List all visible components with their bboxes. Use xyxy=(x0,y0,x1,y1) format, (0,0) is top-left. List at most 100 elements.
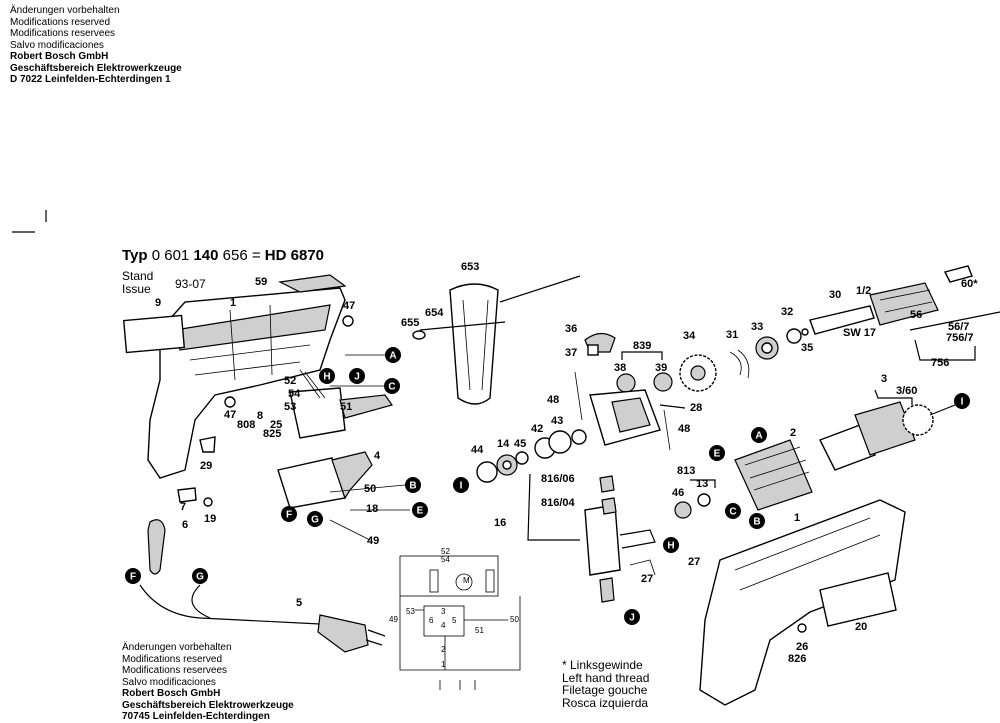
part-number-label: 30 xyxy=(829,289,841,301)
part-number-label: 14 xyxy=(497,438,510,450)
part-number-label: 45 xyxy=(514,438,526,450)
part-number-label: 813 xyxy=(677,465,695,477)
housing-left-half xyxy=(122,287,346,479)
part-number-label: 1/2 xyxy=(856,285,871,297)
legend-line: Filetage gouche xyxy=(562,683,648,697)
connector-bubble-letter: A xyxy=(755,431,762,442)
connector-bubble-letter: H xyxy=(323,372,330,383)
connector-bubble xyxy=(954,393,970,409)
connector-bubble xyxy=(281,506,297,522)
type-number-bold: 140 xyxy=(193,247,219,264)
switch-assembly xyxy=(289,354,393,439)
housing-lid-59 xyxy=(278,274,347,293)
part-number-label: 35 xyxy=(801,342,813,354)
connector-bubble-letter: E xyxy=(714,449,721,460)
part-number-label: 54 xyxy=(288,388,301,400)
connector-bubble xyxy=(319,368,335,384)
part-number-label: 8 xyxy=(257,410,263,422)
part-29 xyxy=(199,436,216,453)
part-number-label: 52 xyxy=(284,375,296,387)
part-number-label: 1 xyxy=(794,512,800,524)
connector-bubble-letter: C xyxy=(388,382,395,393)
part-number-label: 48 xyxy=(678,423,690,435)
part-number-label: 48 xyxy=(547,394,559,406)
part-number-label: 3 xyxy=(881,373,887,385)
bearing-row xyxy=(476,429,587,483)
type-line: Typ 0 601 140 656 = HD 6870 xyxy=(122,247,324,264)
part-number-label: 654 xyxy=(425,307,444,319)
part-number-label: 825 xyxy=(263,428,281,440)
connector-bubble-letter: G xyxy=(311,515,319,526)
connector-bubble xyxy=(624,609,640,625)
connector-bubble-letter: H xyxy=(667,541,674,552)
schematic-label: 54 xyxy=(441,555,450,564)
connector-bubble-letter: E xyxy=(417,506,424,517)
connector-bubble-letter: J xyxy=(629,613,635,624)
connector-bubble xyxy=(663,537,679,553)
connector-bubble xyxy=(307,511,323,527)
stand-label-en: Issue xyxy=(122,282,151,296)
armature xyxy=(819,389,956,471)
header-line: Modifications reservees xyxy=(122,665,228,676)
schematic-label: 6 xyxy=(429,616,434,625)
header-line: D 7022 Leinfelden-Echterdingen 1 xyxy=(10,74,171,85)
schematic-label: 50 xyxy=(510,615,519,624)
part-number-label: 44 xyxy=(471,444,484,456)
part-number-label: 6 xyxy=(182,519,188,531)
connector-bubble-letter: F xyxy=(130,572,136,583)
schematic-label: 2 xyxy=(441,645,446,654)
connector-bubble xyxy=(709,445,725,461)
schematic-label: 53 xyxy=(406,607,415,616)
stand-label: Stand Issue xyxy=(122,270,153,296)
connector-bubble xyxy=(405,477,421,493)
part-number-label: 31 xyxy=(726,329,738,341)
part-number-label: 16 xyxy=(494,517,506,529)
part-number-label: 47 xyxy=(343,300,355,312)
part-number-label: 816/04 xyxy=(541,497,576,509)
part-number-label: 756/7 xyxy=(946,332,974,344)
header-line: Modifications reserved xyxy=(122,653,223,665)
connector-bubble xyxy=(453,477,469,493)
part-number-label: 46 xyxy=(672,487,684,499)
header-line: Modifications reserved xyxy=(10,16,111,28)
part-number-label: 25 xyxy=(270,419,282,431)
part-number-label: 5 xyxy=(296,597,302,609)
type-prefix: Typ xyxy=(122,247,148,264)
part-number-label: 36 xyxy=(565,323,577,335)
part-number-label: 56 xyxy=(910,309,922,321)
part-number-label: 29 xyxy=(200,460,212,472)
connector-bubble-letter: G xyxy=(196,572,204,583)
connector-bubble-letter: A xyxy=(389,351,396,362)
schematic-label: 4 xyxy=(441,621,446,630)
part-number-label: 47 xyxy=(224,409,236,421)
part-number-label: 27 xyxy=(688,556,700,568)
part-number-label: 33 xyxy=(751,321,763,333)
part-number-label: 39 xyxy=(655,362,667,374)
part-number-label: 32 xyxy=(781,306,793,318)
wiring-schematic xyxy=(399,555,521,690)
header-line: Änderungen vorbehalten xyxy=(10,5,120,16)
part-number-label: 34 xyxy=(683,330,696,342)
side-handle xyxy=(412,275,581,405)
part-number-label: 28 xyxy=(690,402,702,414)
screw-19 xyxy=(203,497,213,507)
part-number-label: 50 xyxy=(364,483,376,495)
header-line: Änderungen vorbehalten xyxy=(122,642,232,653)
part-number-label: 37 xyxy=(565,347,577,359)
legend-line: Left hand thread xyxy=(562,670,650,685)
header-line: Modifications reservees xyxy=(10,28,116,39)
stand-date: 93-07 xyxy=(175,277,206,291)
header-line: Salvo modificaciones xyxy=(122,676,216,688)
connector-bubble-letter: F xyxy=(286,510,292,521)
part-number-label: 839 xyxy=(633,340,651,352)
part-number-label: 826 xyxy=(788,653,806,665)
header-line: 70745 Leinfelden-Echterdingen xyxy=(122,711,270,722)
connector-bubble xyxy=(385,347,401,363)
connector-bubble-letter: I xyxy=(961,397,964,408)
part-number-label: 43 xyxy=(551,415,563,427)
part-number-label: 808 xyxy=(237,419,255,431)
header-line: Robert Bosch GmbH xyxy=(122,688,221,699)
schematic-label: 51 xyxy=(475,626,484,635)
